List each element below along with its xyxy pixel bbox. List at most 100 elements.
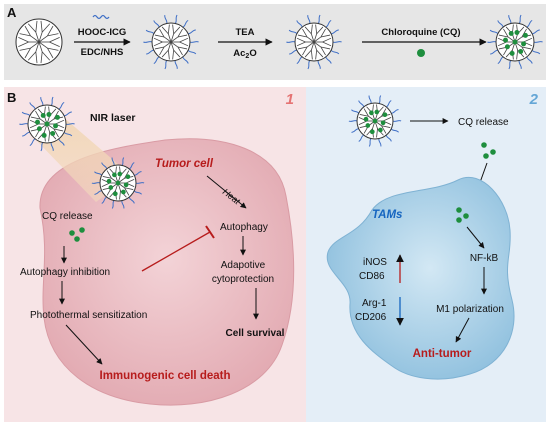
dendrimer-branch — [173, 49, 181, 58]
cq-dot — [369, 129, 375, 135]
dendrimer-branch — [41, 51, 51, 61]
icg-strand — [358, 134, 365, 142]
icg-strand — [378, 138, 382, 147]
reagent-tea: TEA — [236, 27, 255, 38]
icg-strand — [133, 190, 142, 195]
dendrimer-branch — [313, 41, 322, 48]
icg-strand — [50, 96, 54, 106]
cq-dot — [50, 131, 56, 136]
dendrimer-branch — [38, 41, 43, 52]
inos-label: iNOS — [363, 257, 387, 268]
reagent-hooc-icg: HOOC-ICG — [78, 27, 127, 38]
icg-strand — [128, 162, 135, 170]
icg-strand — [331, 29, 339, 35]
cq-molecule-icon — [417, 49, 425, 57]
cq-dot — [369, 110, 374, 116]
cq-dot — [509, 50, 515, 56]
icg-strand — [121, 200, 125, 209]
dendrimer-branch — [161, 49, 169, 58]
icg-strand — [65, 123, 75, 125]
dendrimer-branch — [27, 51, 37, 61]
icg-strand — [508, 60, 512, 70]
dendrimer-branch — [503, 28, 509, 38]
dendrimer-branch — [106, 170, 112, 179]
dendrimer-branch — [170, 36, 179, 43]
adaptive-label-line1: Adapotive — [221, 260, 266, 271]
icg-strand — [368, 138, 372, 147]
icg-strand — [390, 128, 399, 133]
dendrimer-branch — [24, 47, 31, 59]
anti-tumor-label: Anti-tumor — [413, 348, 472, 360]
cq-dot — [518, 49, 524, 54]
heat-arrow — [206, 175, 247, 209]
dendrimer-branch — [35, 110, 41, 120]
cq-dot — [69, 230, 75, 236]
icg-strand — [368, 95, 372, 104]
dendrimer-branch — [167, 50, 170, 60]
dendrimer-branch — [154, 34, 165, 38]
icg-strand — [532, 29, 540, 35]
cq-dot — [483, 153, 489, 159]
immunogenic-cell-death-label: Immunogenic cell death — [100, 370, 231, 382]
icg-strand — [385, 134, 392, 142]
cq-dot — [74, 236, 80, 242]
icg-strand — [518, 60, 522, 69]
icg-strand — [182, 56, 189, 64]
cq-dot — [123, 182, 129, 188]
sub-panel-number-1: 1 — [286, 91, 294, 108]
icg-strand — [153, 56, 160, 65]
dendrimer-branch — [170, 41, 179, 48]
cq-dot — [504, 44, 510, 50]
icg-strand — [19, 123, 29, 125]
photothermal-label: Photothermal sensitization — [30, 310, 147, 321]
icg-strand — [317, 14, 321, 24]
icg-strand — [489, 29, 499, 35]
icg-strand — [348, 120, 358, 122]
icg-strand — [135, 182, 145, 184]
icg-strand — [497, 20, 504, 28]
dendrimer-branch — [297, 46, 308, 50]
dendrimer-branch — [119, 190, 121, 200]
cq-dot — [521, 41, 527, 47]
dendrimer-branch — [359, 114, 369, 117]
dendrimer-branch — [41, 23, 51, 33]
dendrimer-branch — [19, 47, 31, 51]
dendrimer-branch — [48, 132, 51, 142]
cq-release-left-label: CQ release — [42, 211, 93, 222]
dendrimer-branch — [35, 51, 38, 64]
dendrimer-branch — [297, 34, 308, 38]
nanoparticle-laser — [19, 96, 75, 152]
icg-strand — [392, 120, 402, 122]
m1-polarization-label: M1 polarization — [436, 304, 504, 315]
dendrimer-branch — [38, 32, 43, 43]
dendrimer-branch — [322, 37, 332, 43]
dendrimer-branch — [302, 28, 308, 38]
tumor-cell-shape — [39, 138, 295, 406]
icg-strand — [40, 97, 44, 106]
cq-dot — [512, 39, 518, 45]
dendrimer-branch — [153, 37, 163, 43]
dendrimer-branch — [167, 33, 172, 43]
icg-strand — [187, 49, 197, 55]
dendrimer-branch — [18, 37, 29, 43]
dendrimer-branch — [102, 176, 112, 179]
dendrimer-branch — [310, 50, 313, 60]
dendrimer-branch — [159, 46, 165, 56]
icg-strand — [94, 171, 103, 176]
arg1-label: Arg-1 — [362, 298, 387, 309]
dendrimer-nanoparticle-acetylated — [286, 14, 342, 70]
dendrimer-branch — [382, 117, 392, 122]
icg-strand — [29, 102, 36, 110]
cq-dot — [106, 178, 112, 184]
cq-dot — [380, 120, 386, 126]
dendrimer-branch — [30, 116, 41, 120]
dendrimer-nanoparticle-bare — [15, 18, 63, 66]
icg-strand — [526, 19, 533, 28]
icg-strand — [121, 157, 125, 166]
dendrimer-branch — [381, 125, 387, 134]
dendrimer-branch — [124, 187, 130, 196]
dendrimer-branch — [159, 28, 165, 38]
icg-strand — [64, 111, 72, 117]
